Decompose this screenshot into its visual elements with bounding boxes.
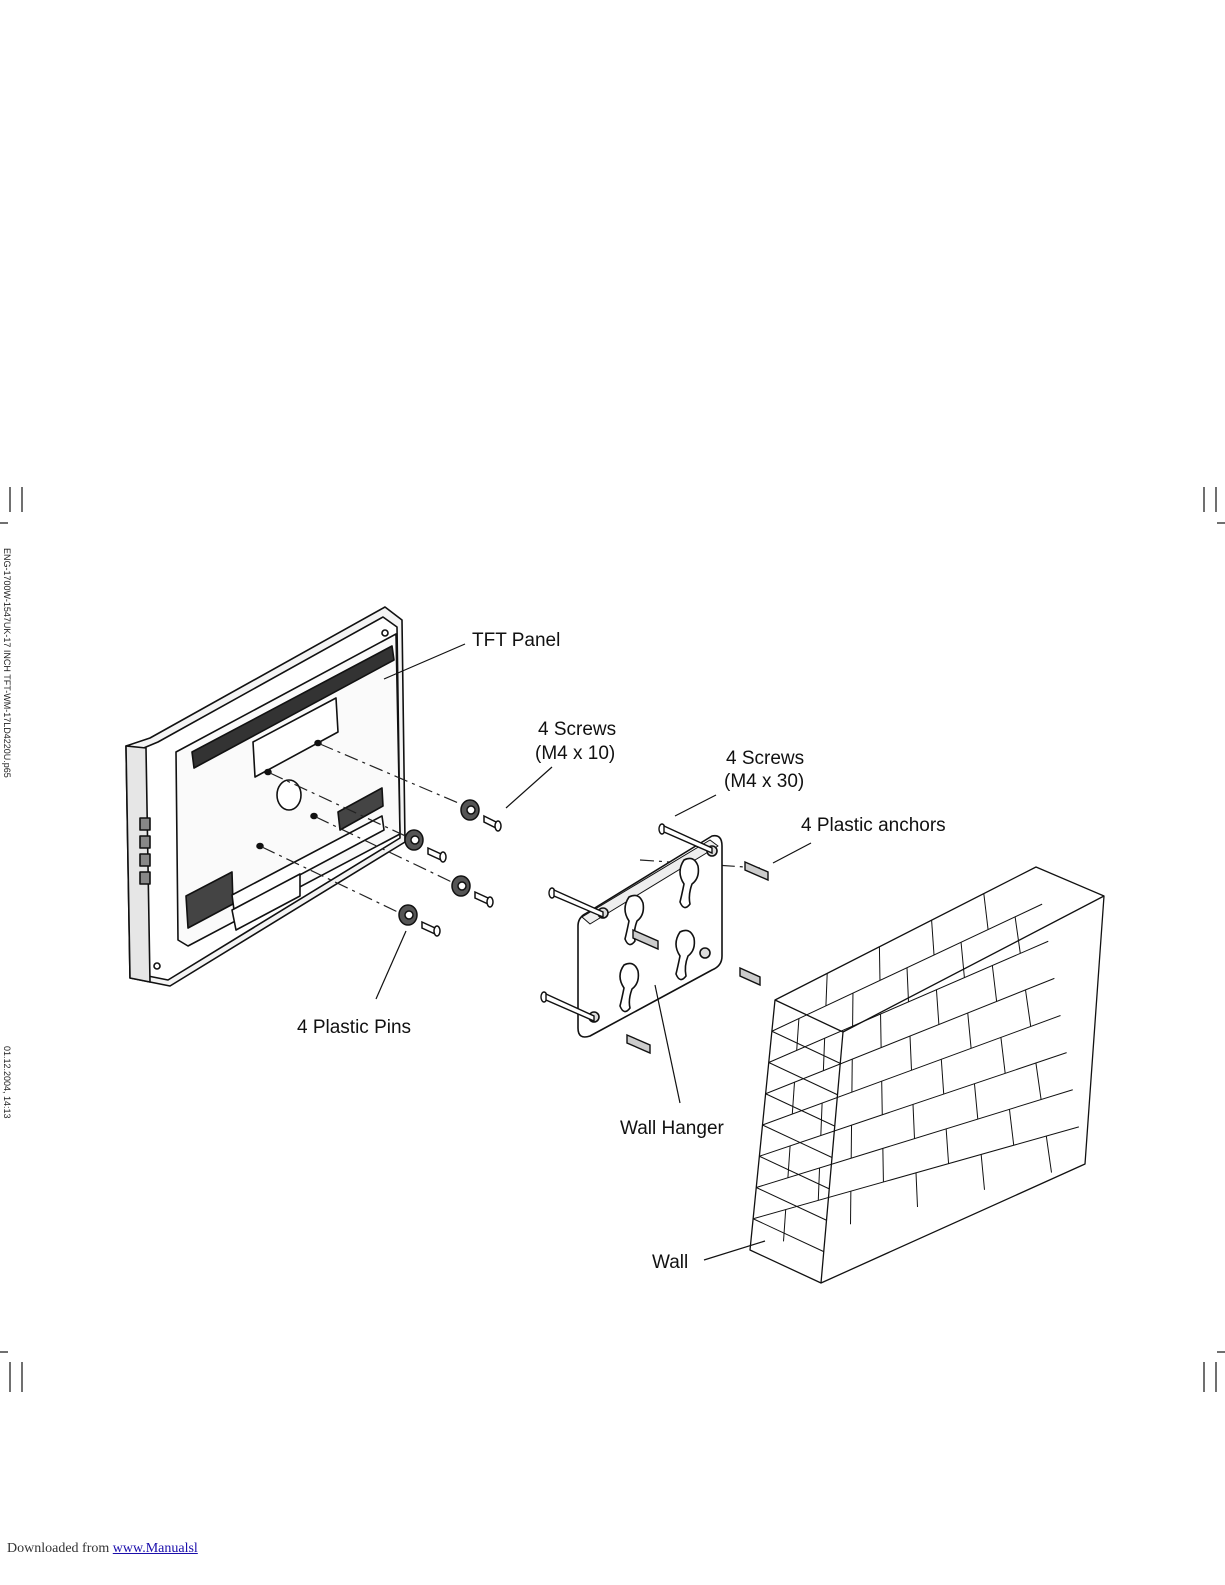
- plastic-pin-2: [405, 830, 423, 850]
- brick-joint-line: [881, 1014, 882, 1048]
- short-screw-2: [428, 848, 446, 862]
- label-screws-m4x10-count: 4 Screws: [538, 719, 616, 740]
- plastic-anchor-4: [627, 1035, 650, 1053]
- plastic-pin-1: [461, 800, 479, 820]
- label-screws-m4x30-size: (M4 x 30): [724, 771, 804, 792]
- plastic-anchor-3: [740, 968, 760, 985]
- short-screw-1: [484, 816, 501, 831]
- wall-hanger-drawing: [578, 836, 722, 1037]
- margin-file-name: ENG-1700W-1547UK-17 INCH TFT-WM-17LD4220…: [2, 548, 12, 778]
- brick-joint-line: [883, 1148, 884, 1182]
- margin-timestamp: 01.12.2004, 14:13: [2, 1046, 12, 1119]
- download-footer: Downloaded from www.Manualsl: [7, 1541, 198, 1557]
- plastic-anchor-1: [745, 862, 768, 880]
- label-plastic-pins: 4 Plastic Pins: [297, 1017, 411, 1038]
- plastic-pin-3: [452, 876, 470, 896]
- footer-link[interactable]: www.Manualsl: [113, 1541, 198, 1556]
- brick-joint-line: [879, 947, 880, 981]
- long-screw-1: [659, 824, 712, 853]
- long-screw-2: [549, 888, 603, 917]
- pins-and-short-screws: [399, 800, 501, 936]
- label-plastic-anchors: 4 Plastic anchors: [801, 815, 946, 836]
- short-screw-3: [475, 892, 493, 907]
- label-tft-panel: TFT Panel: [472, 630, 560, 651]
- brick-joint-line: [882, 1081, 883, 1115]
- short-screw-4: [422, 922, 440, 936]
- label-wall-hanger: Wall Hanger: [620, 1118, 725, 1139]
- label-screws-m4x10-size: (M4 x 10): [535, 743, 615, 764]
- label-wall: Wall: [652, 1252, 688, 1273]
- wall-drawing: [750, 867, 1104, 1283]
- footer-prefix: Downloaded from: [7, 1541, 113, 1556]
- tft-panel-drawing: [126, 607, 405, 986]
- plastic-pin-4: [399, 905, 417, 925]
- label-screws-m4x30-count: 4 Screws: [726, 748, 804, 769]
